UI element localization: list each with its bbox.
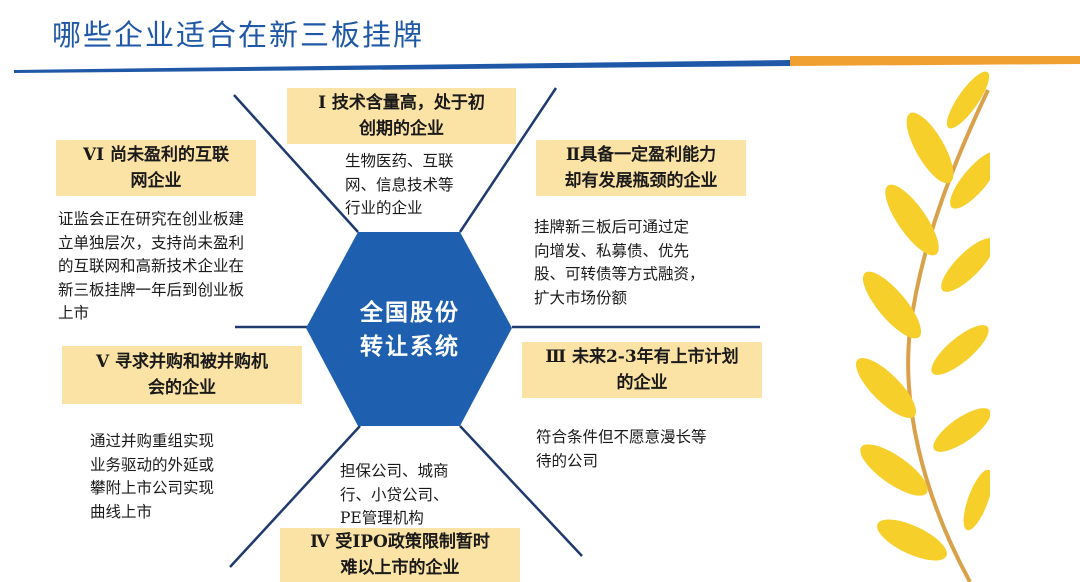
- category-4-desc-line-3: PE管理机构: [340, 509, 424, 527]
- connector-top-right: [458, 87, 558, 233]
- category-3-title-line-2: 的企业: [616, 373, 668, 393]
- laurel-leaf: [860, 444, 928, 496]
- category-5-desc-line-3: 攀附上市公司实现: [90, 479, 215, 497]
- category-5-title: V 寻求并购和被并购机 会的企业: [62, 346, 302, 404]
- connector-bottom-right: [459, 425, 583, 557]
- laurel-leaf: [950, 151, 990, 209]
- center-label-line-1: 全国股份: [360, 299, 460, 326]
- category-4-title-line-1: Ⅳ 受IPO政策限制暂时: [310, 532, 490, 552]
- page-title: 哪些企业适合在新三板挂牌: [52, 18, 425, 52]
- laurel-leaf: [963, 469, 990, 531]
- category-4-desc-line-2: 行、小贷公司、: [340, 485, 449, 504]
- category-2-title: Ⅱ具备一定盈利能力 却有发展瓶颈的企业: [536, 140, 746, 196]
- laurel-leaf: [906, 112, 954, 184]
- category-6-title-line-2: 网企业: [130, 171, 182, 191]
- laurel-leaf: [862, 271, 922, 339]
- category-6-desc-line-3: 的互联网和高新技术企业在: [58, 257, 245, 275]
- category-2-desc-line-2: 向增发、私募债、优先: [534, 241, 690, 260]
- category-5-description: 通过并购重组实现 业务驱动的外延或 攀附上市公司实现 曲线上市: [90, 430, 270, 524]
- category-1-desc-line-2: 网、信息技术等: [345, 175, 454, 194]
- header-divider-blue: [14, 60, 790, 73]
- center-hexagon: [306, 232, 512, 426]
- center-label: 全国股份 转让系统: [330, 290, 490, 370]
- category-3-title-line-1: Ⅲ 未来2-3年有上市计划: [545, 347, 739, 367]
- category-1-desc-line-1: 生物医药、互联: [345, 152, 454, 170]
- category-3-title: Ⅲ 未来2-3年有上市计划 的企业: [522, 342, 762, 398]
- category-2-title-line-1: Ⅱ具备一定盈利能力: [565, 145, 717, 165]
- category-3-desc-line-2: 待的公司: [536, 451, 599, 470]
- category-1-title-line-1: I 技术含量高，处于初: [318, 93, 485, 113]
- laurel-leaf: [877, 519, 947, 561]
- category-4-title: Ⅳ 受IPO政策限制暂时 难以上市的企业: [280, 528, 520, 582]
- laurel-branch-icon: [856, 71, 990, 582]
- category-5-title-line-1: V 寻求并购和被并购机: [95, 352, 269, 372]
- category-4-desc-line-1: 担保公司、城商: [340, 462, 449, 480]
- category-1-description: 生物医药、互联 网、信息技术等 行业的企业: [345, 150, 495, 221]
- laurel-leaf: [933, 408, 990, 452]
- category-5-desc-line-4: 曲线上市: [90, 502, 153, 521]
- category-5-desc-line-1: 通过并购重组实现: [90, 432, 215, 450]
- category-6-description: 证监会正在研究在创业板建 立单独层次，支持尚未盈利 的互联网和高新技术企业在 新…: [58, 208, 308, 326]
- category-4-description: 担保公司、城商 行、小贷公司、 PE管理机构: [340, 460, 490, 531]
- laurel-leaf: [946, 71, 990, 129]
- category-6-desc-line-4: 新三板挂牌一年后到创业板: [58, 280, 245, 299]
- category-2-desc-line-4: 扩大市场份额: [534, 288, 628, 307]
- category-1-title: I 技术含量高，处于初 创期的企业: [287, 88, 516, 144]
- header-divider: [14, 56, 1080, 73]
- category-3-description: 符合条件但不愿意漫长等 待的公司: [536, 426, 761, 473]
- category-2-title-line-2: 却有发展瓶颈的企业: [564, 171, 718, 191]
- header-divider-orange: [790, 56, 1080, 66]
- laurel-leaf: [931, 325, 989, 375]
- connector-bottom-left: [229, 425, 361, 568]
- center-label-line-2: 转让系统: [360, 333, 460, 360]
- category-1-title-line-2: 创期的企业: [359, 119, 444, 139]
- category-2-desc-line-3: 股、可转债等方式融资，: [534, 265, 705, 283]
- laurel-leaf: [885, 184, 939, 256]
- category-3-desc-line-1: 符合条件但不愿意漫长等: [536, 428, 707, 446]
- category-2-desc-line-1: 挂牌新三板后可通过定: [534, 218, 690, 236]
- category-6-desc-line-2: 立单独层次，支持尚未盈利: [58, 233, 245, 252]
- category-5-title-line-2: 会的企业: [148, 378, 216, 398]
- category-1-desc-line-3: 行业的企业: [345, 199, 423, 217]
- category-2-description: 挂牌新三板后可通过定 向增发、私募债、优先 股、可转债等方式融资， 扩大市场份额: [534, 216, 754, 310]
- category-6-title: VI 尚未盈利的互联 网企业: [56, 140, 256, 196]
- category-6-desc-line-5: 上市: [58, 304, 90, 322]
- laurel-leaf: [856, 358, 916, 418]
- category-5-desc-line-2: 业务驱动的外延或: [90, 455, 215, 474]
- connector-top-left: [233, 94, 359, 233]
- category-6-title-line-1: VI 尚未盈利的互联: [82, 145, 230, 165]
- laurel-leaf: [941, 238, 990, 292]
- category-6-desc-line-1: 证监会正在研究在创业板建: [58, 210, 245, 228]
- category-4-title-line-2: 难以上市的企业: [340, 558, 460, 578]
